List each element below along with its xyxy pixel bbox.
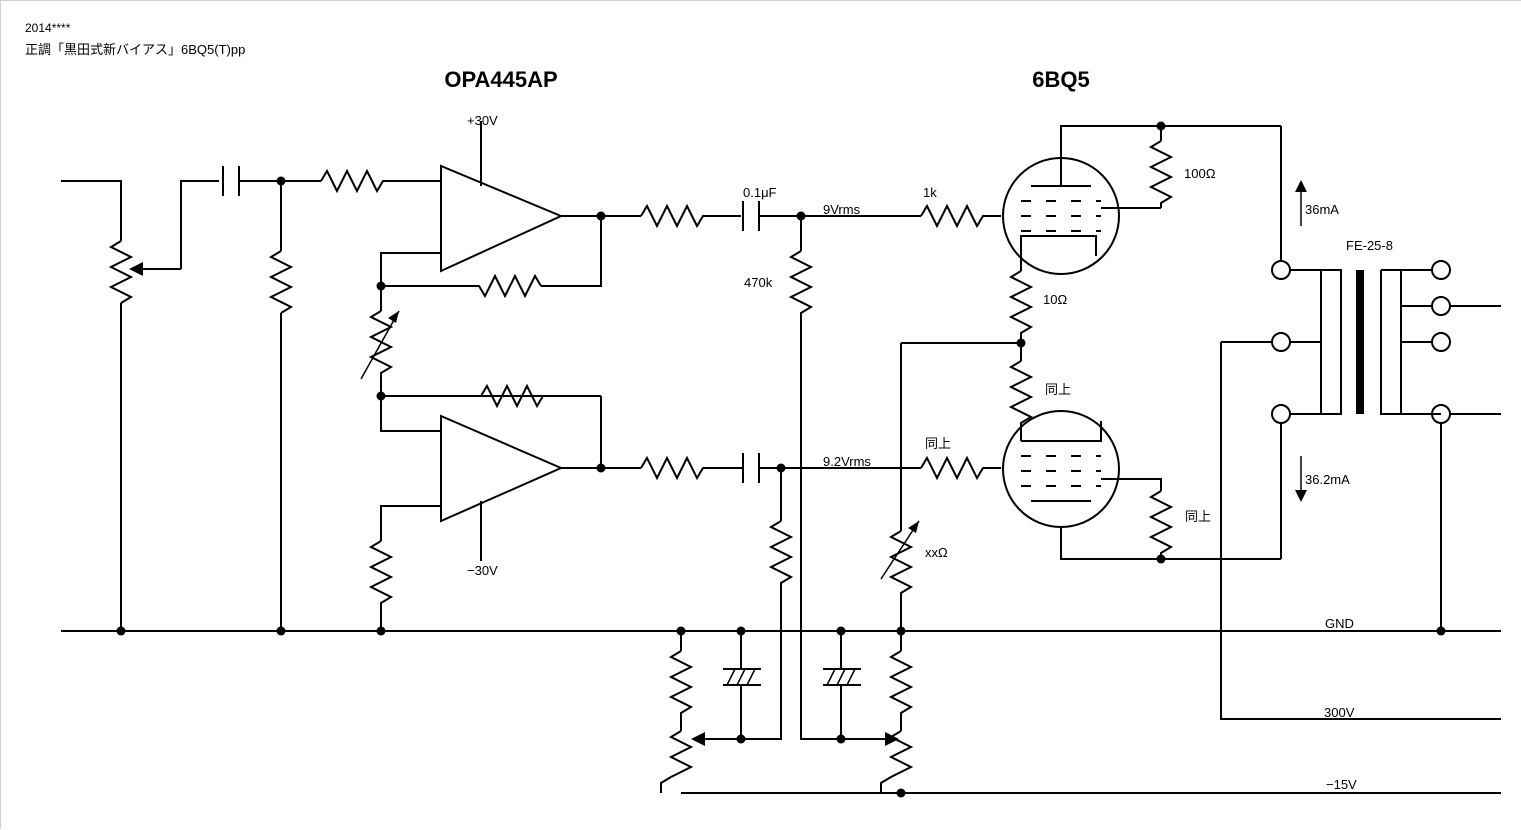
signal-lower-label: 9.2Vrms: [823, 454, 871, 469]
current-lower-label: 36.2mA: [1305, 472, 1350, 487]
coupling-cap-label: 0.1μF: [743, 185, 777, 200]
opamp-title: OPA445AP: [444, 67, 557, 92]
tube-title: 6BQ5: [1032, 67, 1089, 92]
tube-upper: 100Ω 10Ω: [1002, 125, 1281, 343]
transformer-label: FE-25-8: [1346, 238, 1393, 253]
grid-res-lower-label: 同上: [925, 436, 951, 451]
cathode-res-upper-label: 10Ω: [1043, 292, 1067, 307]
opamp-lower: −30V: [368, 396, 641, 631]
screen-res-upper-label: 100Ω: [1184, 166, 1216, 181]
neg-bias-label: −15V: [1326, 777, 1357, 792]
bias-network: −15V: [660, 631, 1501, 794]
cathode-pot: xxΩ: [880, 342, 1021, 631]
ground-bus: GND: [61, 616, 1501, 632]
lower-output-path: 9.2Vrms 同上: [640, 436, 1001, 746]
current-upper-label: 36mA: [1305, 202, 1339, 217]
pot-cathode-label: xxΩ: [925, 545, 948, 560]
header-date: 2014****: [25, 21, 71, 35]
screen-res-lower-label: 同上: [1185, 509, 1211, 524]
minus-supply-label: −30V: [467, 563, 498, 578]
header-title: 正調「黒田式新バイアス」6BQ5(T)pp: [25, 42, 246, 57]
opamp-upper: +30V: [380, 113, 641, 311]
plus-supply-label: +30V: [467, 113, 498, 128]
input-section: [61, 166, 441, 631]
cathode-res-lower-label: 同上: [1045, 382, 1071, 397]
grid-leak-label: 470k: [744, 275, 773, 290]
b-plus-label: 300V: [1324, 705, 1355, 720]
output-transformer: 300V FE-25-8 36mA 36.2mA: [1220, 126, 1501, 720]
upper-output-path: 0.1μF 9Vrms 470k 1k: [640, 185, 1001, 746]
tube-lower: 同上 同上: [1002, 343, 1281, 560]
gnd-label: GND: [1325, 616, 1354, 631]
junction-dots: [116, 121, 1446, 798]
signal-upper-label: 9Vrms: [823, 202, 861, 217]
balance-pot: [360, 310, 601, 432]
grid-res-upper-label: 1k: [923, 185, 937, 200]
